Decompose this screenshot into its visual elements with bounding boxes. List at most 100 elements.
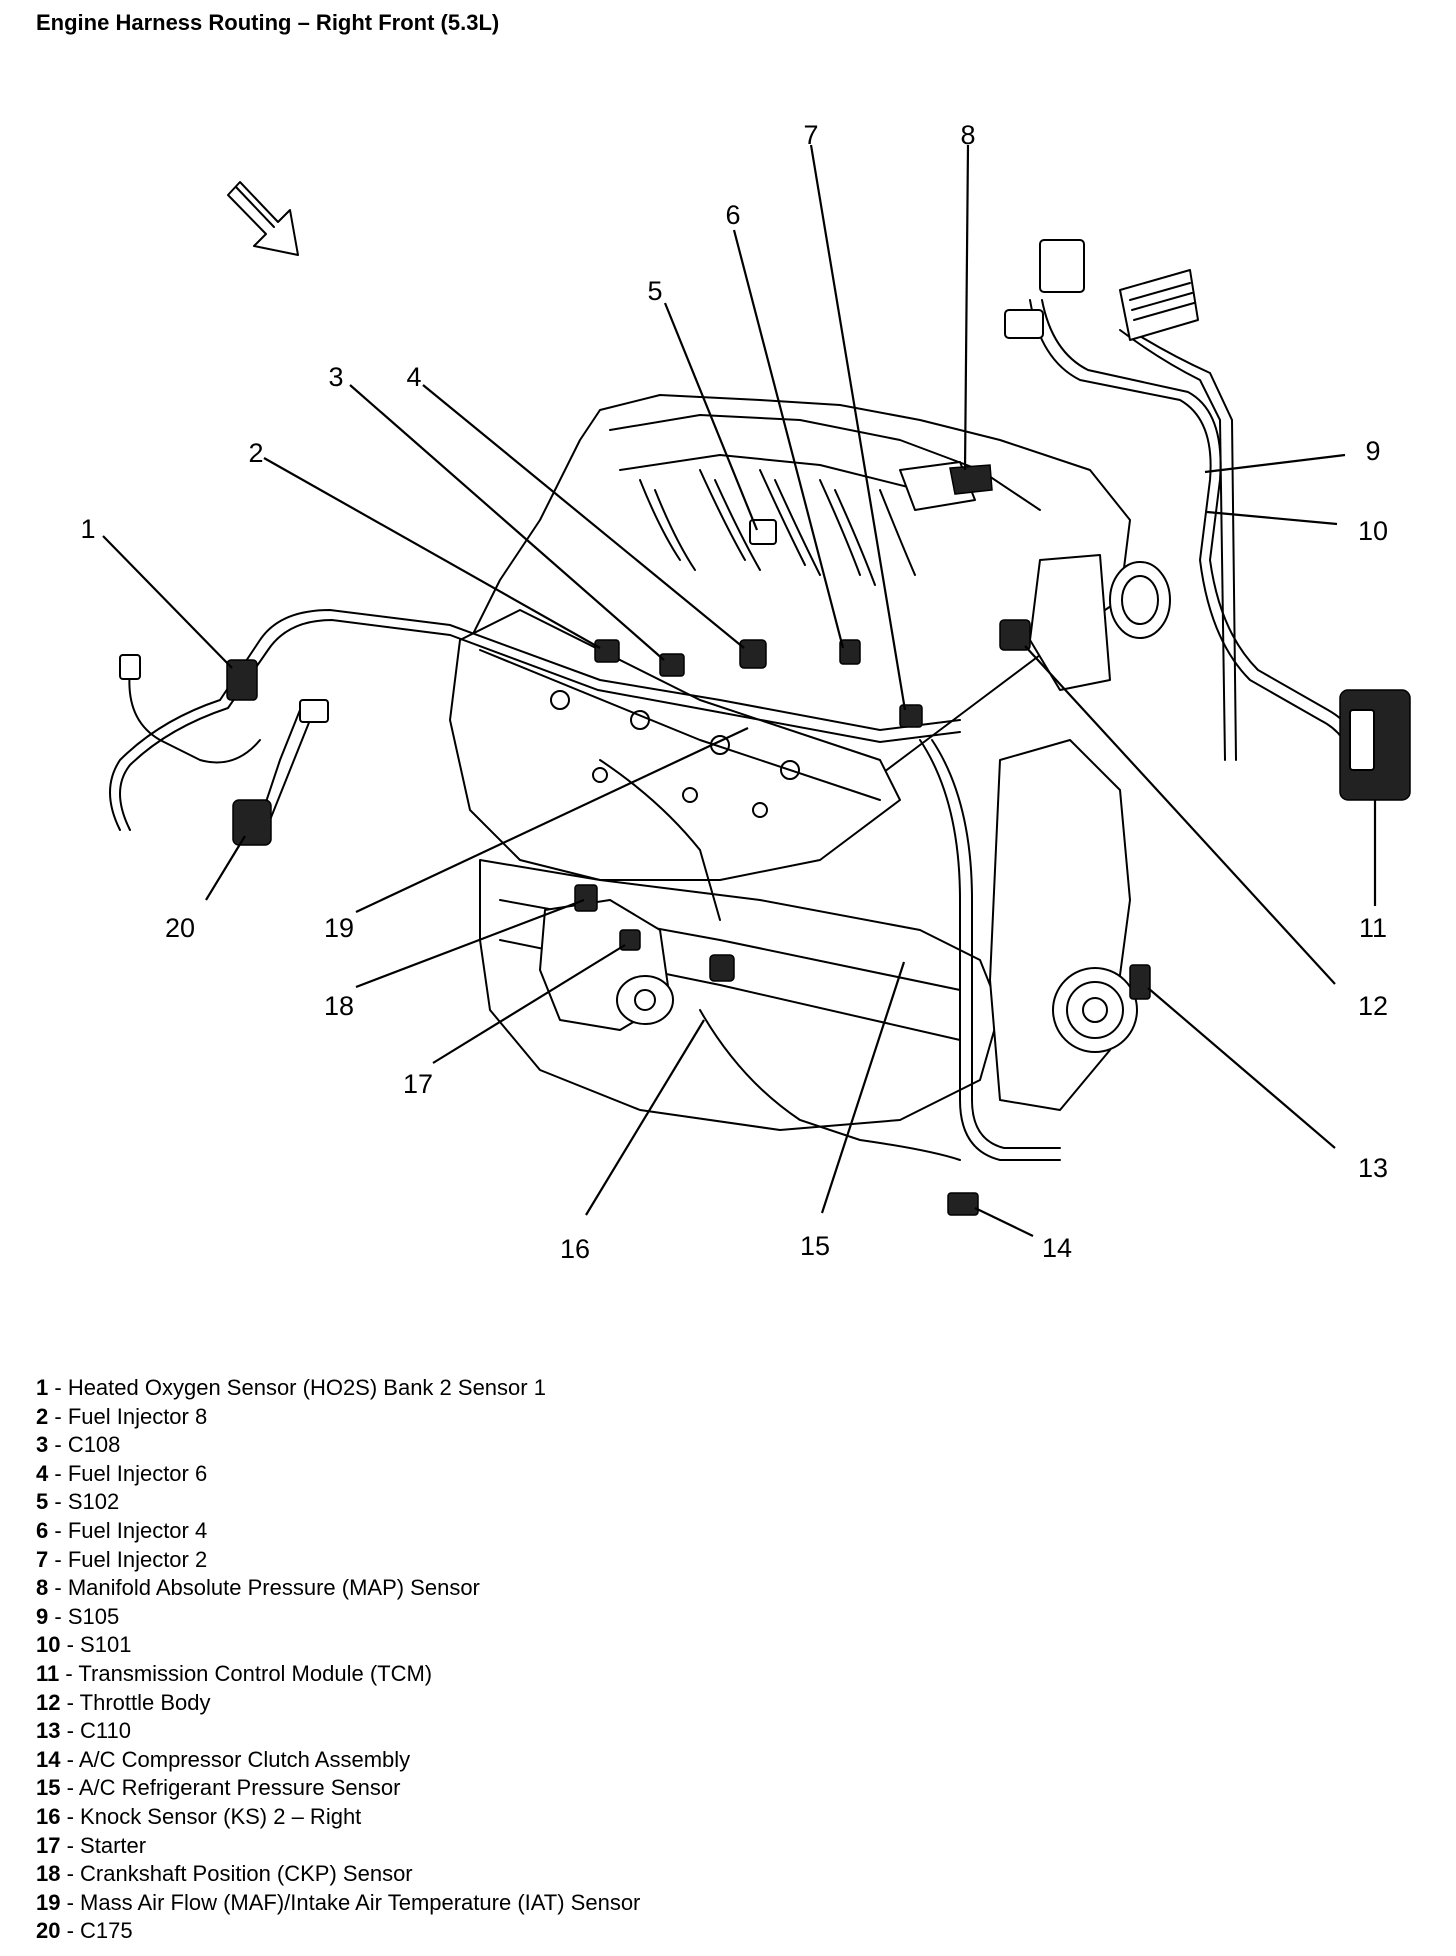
callout-1: 1 xyxy=(80,514,95,544)
legend-item-2: 2 - Fuel Injector 8 xyxy=(36,1403,640,1432)
legend-number: 15 xyxy=(36,1775,61,1801)
engine-harness xyxy=(109,299,1365,1161)
engine-harness-illustration: 1 2 3 4 5 6 7 8 9 10 11 12 13 14 15 16 1… xyxy=(80,120,1411,1264)
legend-separator: - xyxy=(48,1603,68,1629)
legend-separator: - xyxy=(48,1517,68,1543)
legend-item-9: 9 - S105 xyxy=(36,1603,640,1632)
legend-label: Fuel Injector 6 xyxy=(67,1460,208,1486)
legend-separator: - xyxy=(60,1689,80,1715)
legend-item-11: 11 - Transmission Control Module (TCM) xyxy=(36,1660,640,1689)
callout-6: 6 xyxy=(725,200,740,230)
legend-label: Knock Sensor (KS) 2 – Right xyxy=(80,1803,362,1829)
callout-7: 7 xyxy=(803,120,818,150)
legend-number: 18 xyxy=(36,1861,61,1887)
legend-number: 12 xyxy=(36,1689,61,1715)
callout-13: 13 xyxy=(1358,1153,1388,1183)
callout-17: 17 xyxy=(403,1069,433,1099)
legend-item-10: 10 - S101 xyxy=(36,1631,640,1660)
legend-number: 1 xyxy=(36,1375,49,1400)
legend-label: C175 xyxy=(80,1918,133,1944)
component-legend: 1 - Heated Oxygen Sensor (HO2S) Bank 2 S… xyxy=(36,1374,640,1946)
callout-15: 15 xyxy=(800,1231,830,1261)
legend-separator: - xyxy=(59,1660,79,1686)
legend-separator: - xyxy=(60,1718,81,1744)
legend-separator: - xyxy=(48,1546,68,1572)
callout-2: 2 xyxy=(248,438,263,468)
legend-item-1: 1 - Heated Oxygen Sensor (HO2S) Bank 2 S… xyxy=(36,1374,640,1403)
harness-connectors xyxy=(119,239,1411,1216)
legend-number: 13 xyxy=(36,1718,61,1744)
legend-number: 20 xyxy=(36,1918,61,1944)
legend-separator: - xyxy=(48,1403,68,1429)
legend-label: A/C Compressor Clutch Assembly xyxy=(78,1746,411,1772)
legend-number: 16 xyxy=(36,1803,61,1829)
legend-label: C110 xyxy=(80,1718,132,1744)
legend-number: 5 xyxy=(36,1489,49,1515)
legend-item-3: 3 - C108 xyxy=(36,1431,640,1460)
engine-block xyxy=(449,394,1171,1131)
legend-separator: - xyxy=(48,1489,68,1515)
legend-item-5: 5 - S102 xyxy=(36,1488,640,1517)
callout-leaders xyxy=(102,144,1377,1237)
legend-label: Starter xyxy=(80,1832,147,1858)
legend-separator: - xyxy=(48,1432,68,1458)
legend-label: C108 xyxy=(67,1432,121,1458)
legend-label: Fuel Injector 2 xyxy=(67,1546,208,1572)
callout-14: 14 xyxy=(1042,1233,1072,1263)
legend-separator: - xyxy=(48,1575,68,1601)
legend-separator: - xyxy=(60,1775,79,1801)
legend-label: Transmission Control Module (TCM) xyxy=(78,1660,433,1686)
legend-item-12: 12 - Throttle Body xyxy=(36,1689,640,1718)
legend-number: 11 xyxy=(36,1660,60,1686)
diagram-title: Engine Harness Routing – Right Front (5.… xyxy=(36,10,500,35)
legend-label: Mass Air Flow (MAF)/Intake Air Temperatu… xyxy=(80,1889,641,1915)
legend-label: Throttle Body xyxy=(79,1689,211,1715)
front-direction-arrow-icon xyxy=(227,181,299,256)
legend-label: Heated Oxygen Sensor (HO2S) Bank 2 Senso… xyxy=(67,1375,546,1400)
legend-item-19: 19 - Mass Air Flow (MAF)/Intake Air Temp… xyxy=(36,1889,640,1918)
legend-item-13: 13 - C110 xyxy=(36,1717,640,1746)
legend-item-18: 18 - Crankshaft Position (CKP) Sensor xyxy=(36,1860,640,1889)
legend-number: 9 xyxy=(36,1603,49,1629)
legend-label: S101 xyxy=(80,1632,132,1658)
callout-9: 9 xyxy=(1365,436,1380,466)
legend-item-8: 8 - Manifold Absolute Pressure (MAP) Sen… xyxy=(36,1574,640,1603)
legend-number: 17 xyxy=(36,1832,61,1858)
legend-item-16: 16 - Knock Sensor (KS) 2 – Right xyxy=(36,1803,640,1832)
legend-number: 7 xyxy=(36,1546,49,1572)
legend-separator: - xyxy=(60,1861,81,1887)
callout-16: 16 xyxy=(560,1234,590,1264)
legend-label: S105 xyxy=(67,1603,120,1629)
callout-8: 8 xyxy=(960,120,975,150)
legend-label: S102 xyxy=(67,1489,120,1515)
legend-item-4: 4 - Fuel Injector 6 xyxy=(36,1460,640,1489)
legend-separator: - xyxy=(60,1918,81,1944)
legend-number: 2 xyxy=(36,1403,49,1429)
legend-item-20: 20 - C175 xyxy=(36,1917,640,1946)
legend-separator: - xyxy=(60,1803,81,1829)
legend-number: 6 xyxy=(36,1517,49,1543)
legend-label: A/C Refrigerant Pressure Sensor xyxy=(78,1775,401,1801)
legend-number: 14 xyxy=(36,1746,61,1772)
throttle-body-shape xyxy=(1029,554,1171,691)
legend-label: Manifold Absolute Pressure (MAP) Sensor xyxy=(67,1575,480,1601)
legend-label: Fuel Injector 8 xyxy=(67,1403,208,1429)
legend-separator: - xyxy=(60,1889,81,1915)
legend-item-15: 15 - A/C Refrigerant Pressure Sensor xyxy=(36,1774,640,1803)
legend-label: Fuel Injector 4 xyxy=(67,1517,208,1543)
legend-label: Crankshaft Position (CKP) Sensor xyxy=(80,1861,413,1887)
legend-separator: - xyxy=(60,1632,81,1658)
legend-item-6: 6 - Fuel Injector 4 xyxy=(36,1517,640,1546)
legend-separator: - xyxy=(48,1375,68,1400)
legend-number: 10 xyxy=(36,1632,61,1658)
legend-item-14: 14 - A/C Compressor Clutch Assembly xyxy=(36,1746,640,1775)
legend-item-7: 7 - Fuel Injector 2 xyxy=(36,1546,640,1575)
callout-4: 4 xyxy=(406,362,421,392)
callout-19: 19 xyxy=(324,913,354,943)
callout-11: 11 xyxy=(1359,913,1387,943)
callout-3: 3 xyxy=(328,362,343,392)
callout-20: 20 xyxy=(165,913,195,943)
callout-10: 10 xyxy=(1358,516,1388,546)
head-bolt-holes xyxy=(550,690,800,818)
callout-5: 5 xyxy=(647,276,662,306)
